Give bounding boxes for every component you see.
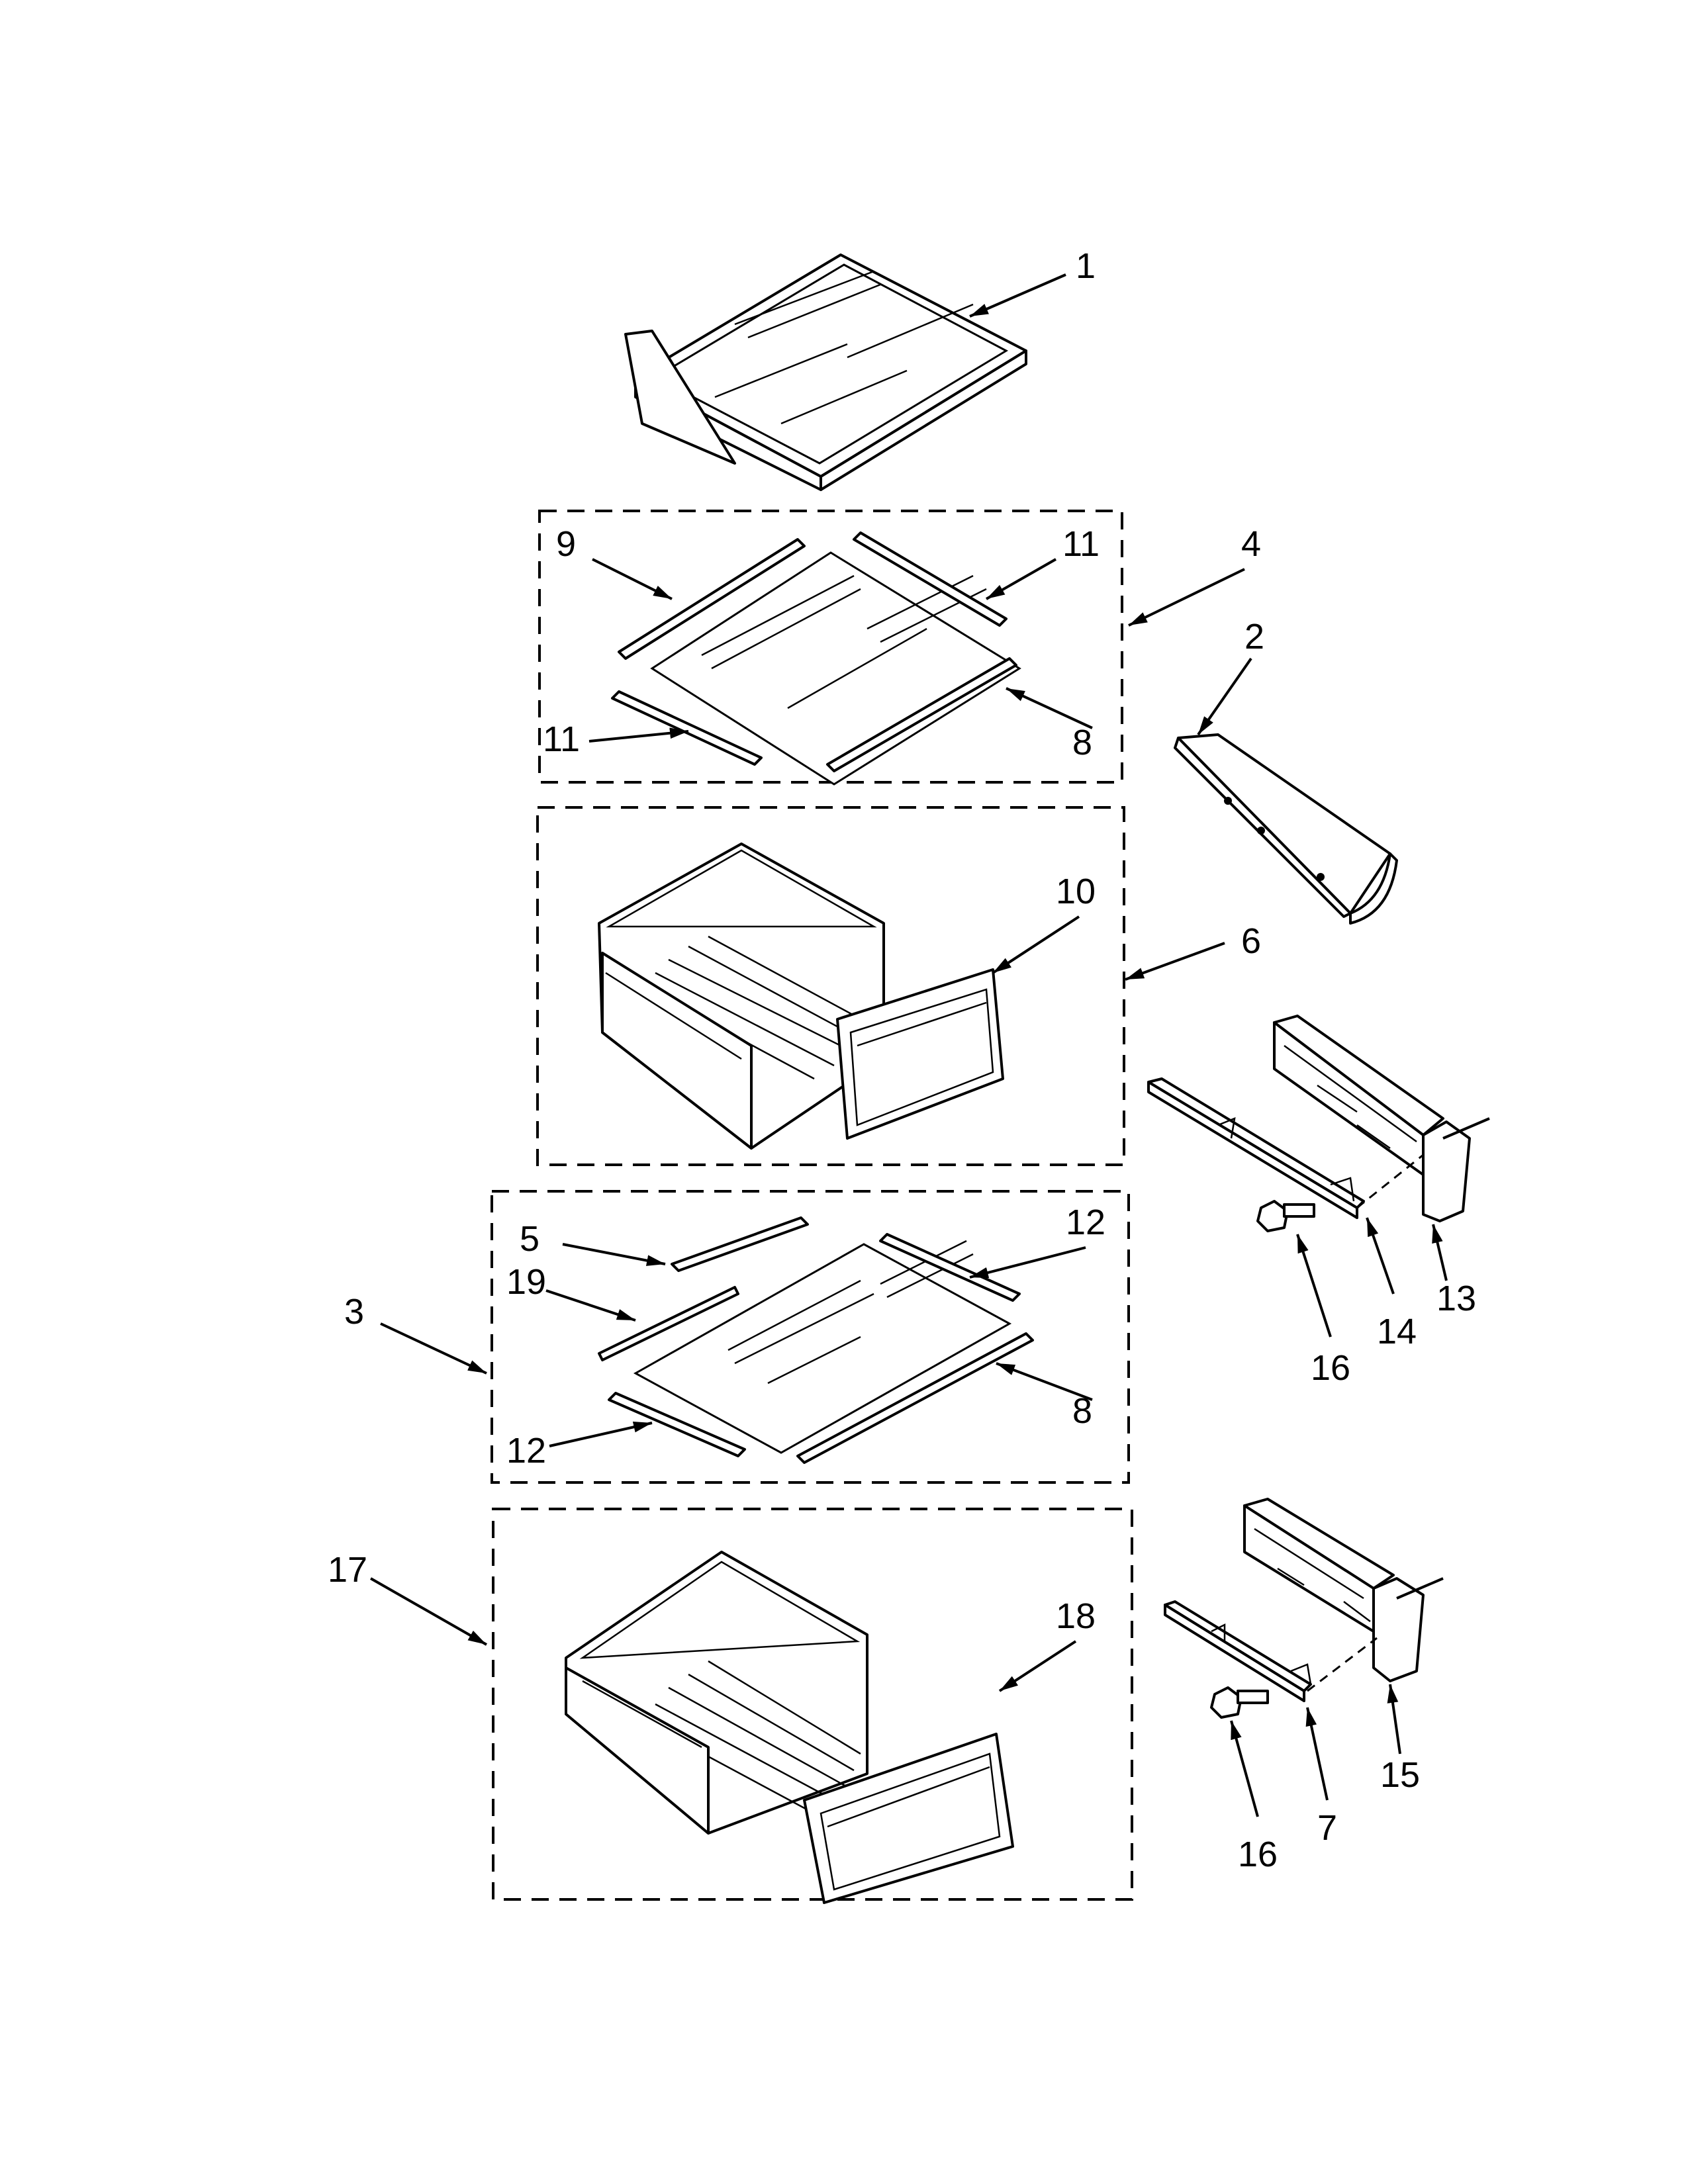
group-3-shelf-parts <box>598 1216 1034 1464</box>
callout-12-right: 12 <box>1066 1203 1105 1242</box>
callout-16-lower: 16 <box>1238 1835 1278 1874</box>
lower-slide-assembly <box>1164 1498 1444 1719</box>
screw-16-upper <box>1256 1200 1315 1232</box>
callout-15: 15 <box>1380 1755 1420 1795</box>
callout-6: 6 <box>1241 921 1261 961</box>
upper-slide-assembly <box>1147 1015 1490 1232</box>
callout-11-right: 11 <box>1062 524 1100 564</box>
callout-3: 3 <box>344 1292 364 1332</box>
callout-labels: 1 2 3 4 5 6 7 8 8 9 10 11 11 12 12 13 14… <box>328 246 1476 1874</box>
callout-17: 17 <box>328 1550 367 1590</box>
group-6-crisper-drawer <box>598 842 1004 1150</box>
group-17-box <box>492 1508 1133 1901</box>
callout-5: 5 <box>520 1219 539 1259</box>
callout-8-lower: 8 <box>1072 1391 1092 1431</box>
callout-16-upper: 16 <box>1311 1348 1350 1388</box>
leader-lines <box>370 273 1448 1817</box>
callout-10: 10 <box>1056 872 1096 911</box>
callout-7: 7 <box>1317 1808 1337 1848</box>
callout-14: 14 <box>1377 1312 1417 1351</box>
screw-16-lower <box>1210 1686 1269 1719</box>
callout-2: 2 <box>1244 617 1264 657</box>
part-1-shelf-assembly <box>624 253 1027 491</box>
callout-11-left: 11 <box>543 719 580 759</box>
callout-19: 19 <box>506 1262 546 1302</box>
group-3-box <box>491 1190 1130 1484</box>
callout-8-upper: 8 <box>1072 723 1092 762</box>
callout-9: 9 <box>556 524 576 564</box>
callout-12-left: 12 <box>506 1431 546 1471</box>
callout-18: 18 <box>1056 1596 1096 1636</box>
part-2-bracket <box>1174 733 1398 925</box>
group-17-drawer <box>565 1551 1014 1904</box>
group-4-shelf-parts <box>611 531 1021 786</box>
callout-13: 13 <box>1436 1279 1476 1318</box>
callout-1: 1 <box>1076 246 1096 286</box>
group-6-box <box>536 806 1125 1166</box>
callout-4: 4 <box>1241 524 1261 564</box>
